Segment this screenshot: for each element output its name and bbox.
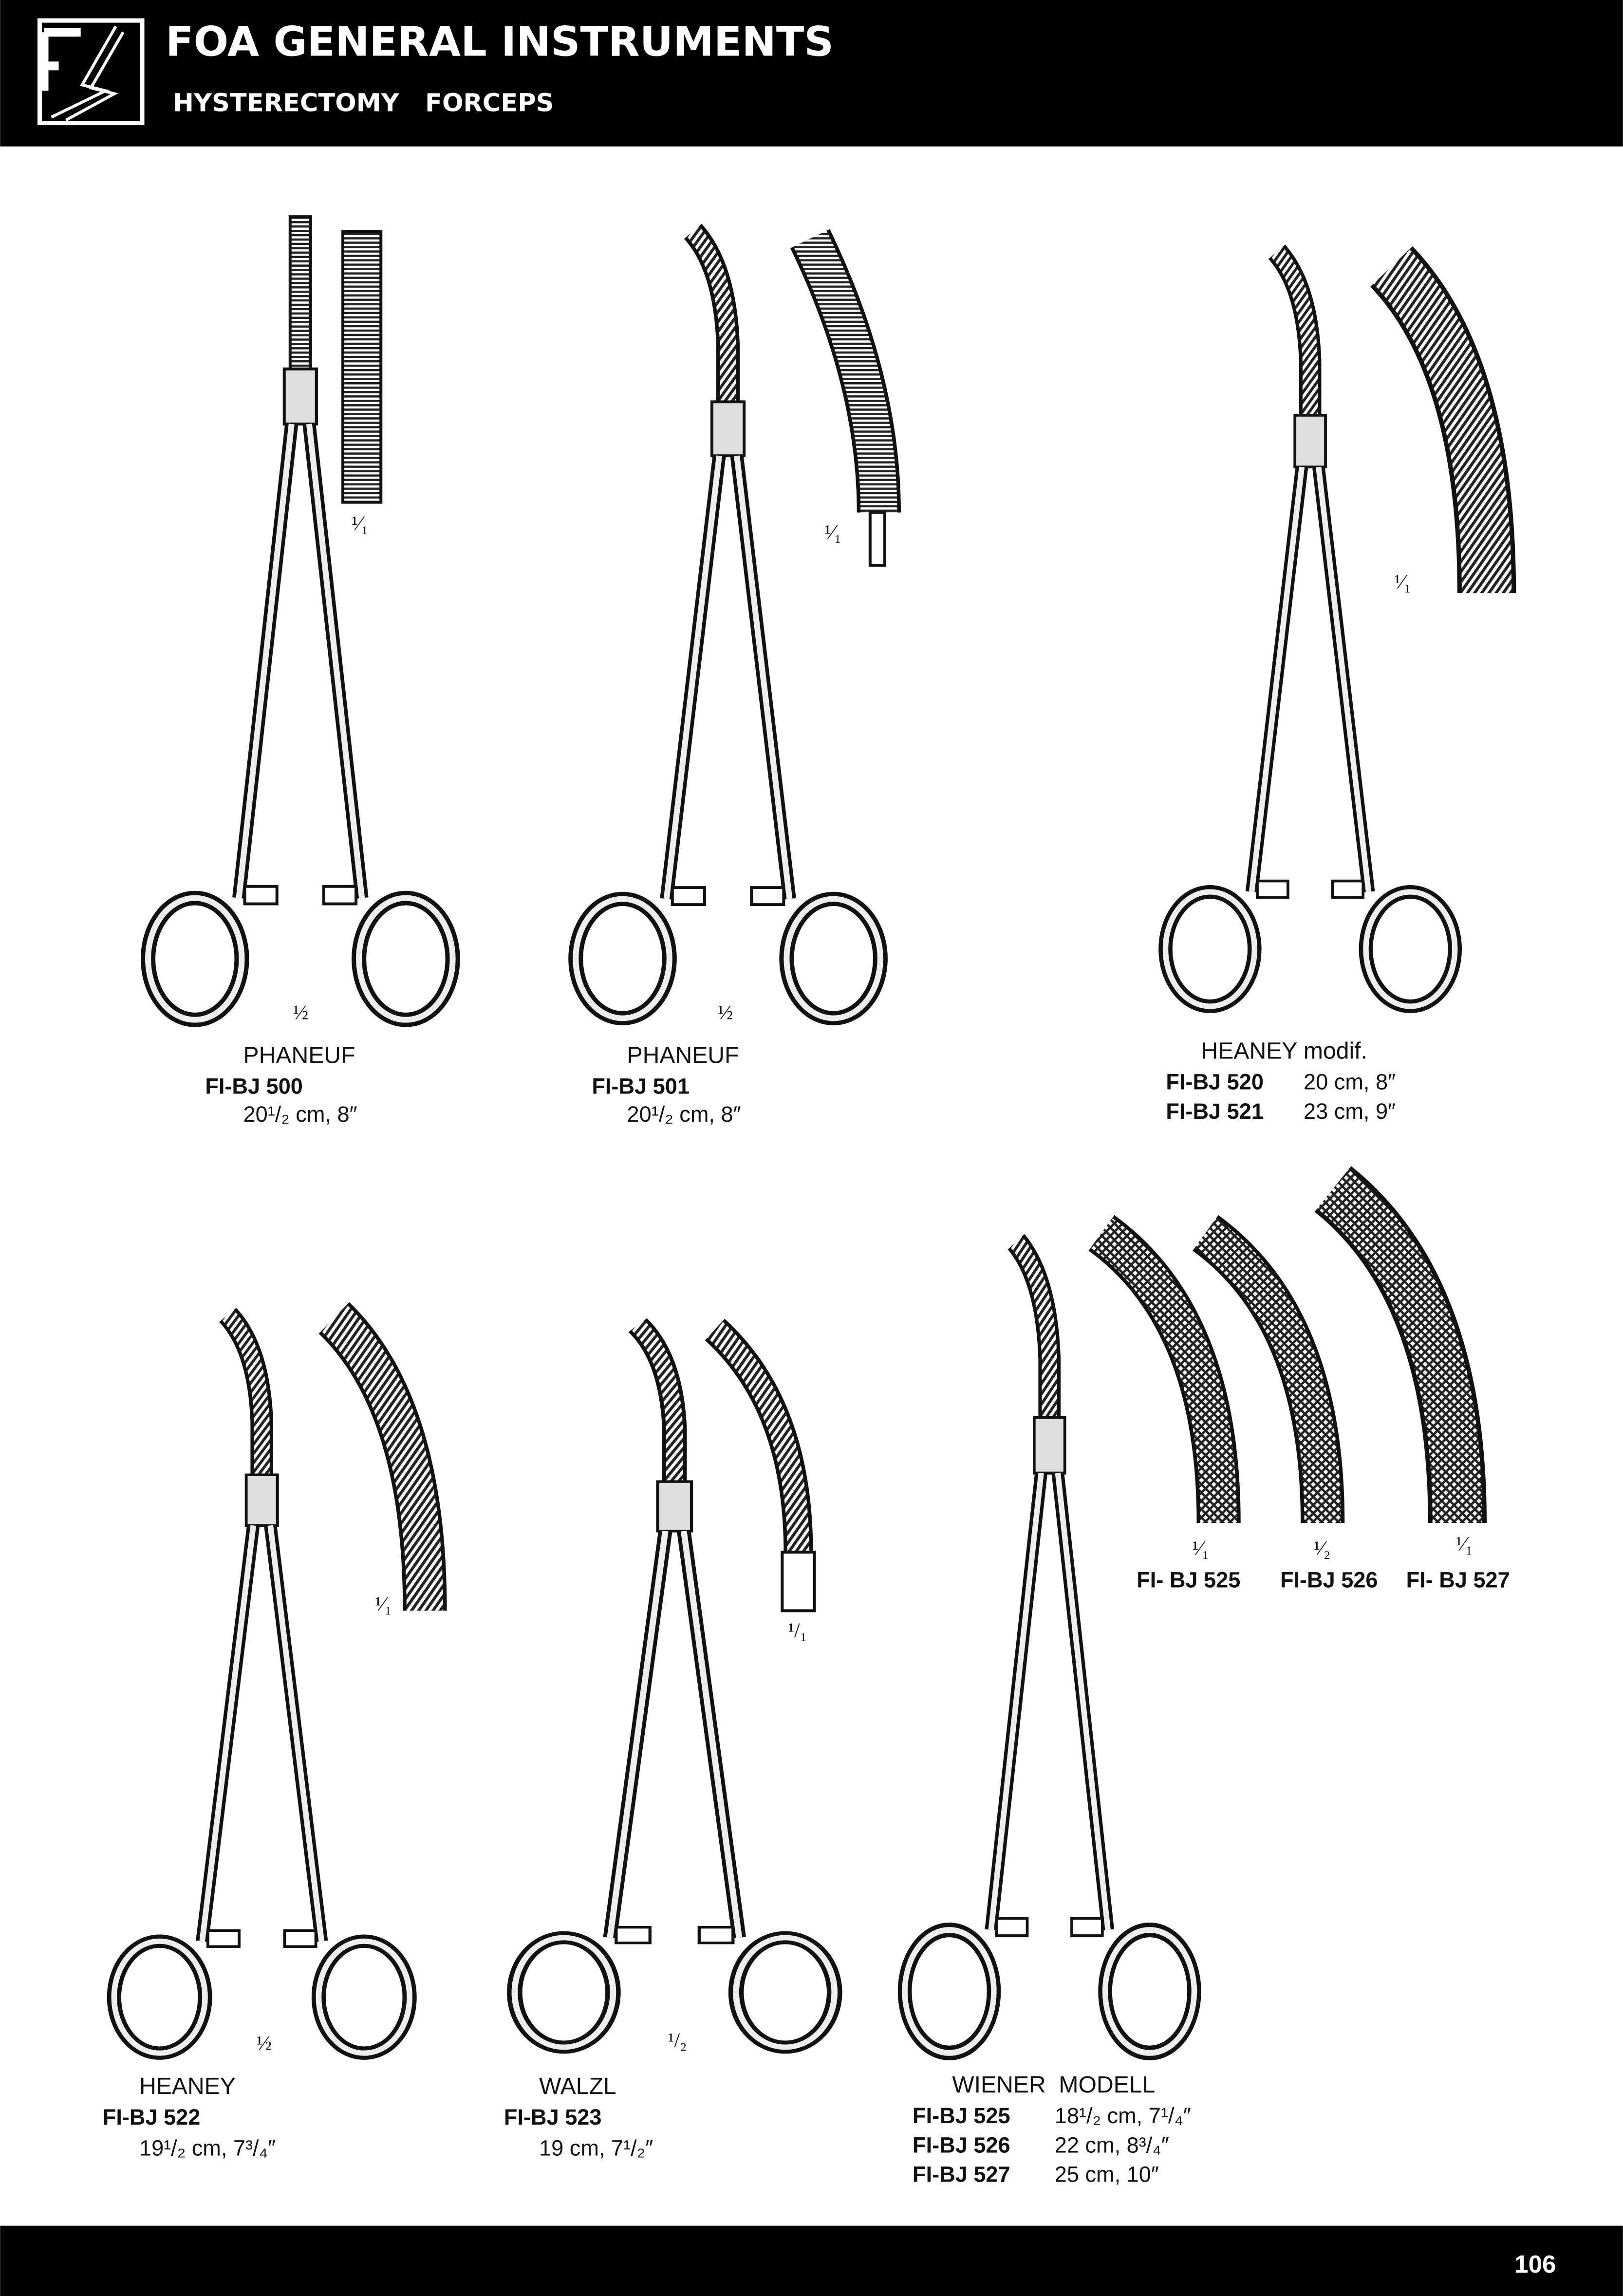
- product-code: FI-BJ 526: [913, 2132, 1010, 2157]
- drawing-scale: ½: [718, 1001, 733, 1024]
- product-code: FI-BJ 521: [1166, 1099, 1264, 1124]
- jaw-detail: [705, 1318, 816, 1612]
- product-heaney-modif: ¹⁄₁ HEANEY modif. FI-BJ 520 20 cm, 8″ FI…: [1165, 246, 1516, 1124]
- product-code: FI-BJ 520: [1166, 1070, 1264, 1094]
- product-size: 20¹/₂ cm, 8″: [627, 1102, 741, 1127]
- detail-scale: ¹⁄₁: [1192, 1537, 1209, 1560]
- drawing-scale: ½: [293, 1001, 309, 1024]
- product-wiener-modell: WIENER MODELL FI-BJ 525 18¹/₂ cm, 7¹/₄″ …: [905, 1166, 1510, 2186]
- product-code: FI-BJ 525: [913, 2103, 1010, 2128]
- product-phaneuf-501: ¹⁄₁ ½ PHANEUF FI-BJ 501 20¹/₂ cm, 8″: [576, 229, 901, 1127]
- product-code: FI-BJ 523: [504, 2105, 602, 2129]
- product-size: 20¹/₂ cm, 8″: [243, 1102, 357, 1127]
- product-size: 19¹/₂ cm, 7³/₄″: [139, 2135, 276, 2160]
- jaw-detail: [341, 230, 383, 504]
- product-name: PHANEUF: [243, 1042, 355, 1069]
- product-code: FI-BJ 501: [592, 1074, 690, 1099]
- jaw-detail: [790, 229, 901, 567]
- product-size: 20 cm, 8″: [1304, 1070, 1396, 1094]
- product-size: 23 cm, 9″: [1304, 1099, 1396, 1124]
- product-name: WALZL: [539, 2073, 616, 2099]
- header-bar: [0, 0, 1623, 147]
- product-name: WIENER MODELL: [952, 2072, 1155, 2098]
- forceps-illustration: [1165, 252, 1455, 1006]
- product-size: 19 cm, 7¹/₂″: [539, 2135, 653, 2160]
- foa-logo: [37, 18, 145, 126]
- drawing-scale: ¹/₂: [668, 2029, 687, 2052]
- product-size: 18¹/₂ cm, 7¹/₄″: [1055, 2103, 1191, 2128]
- product-name: HEANEY: [139, 2073, 236, 2099]
- forceps-illustration: [148, 217, 453, 1020]
- detail-scale: ¹⁄₁: [825, 521, 841, 544]
- page-number: 106: [1514, 2250, 1556, 2278]
- detail-code: FI-BJ 526: [1280, 1567, 1378, 1592]
- product-phaneuf-500: ¹⁄₁ ½ PHANEUF FI-BJ 500 20¹/₂ cm, 8″: [148, 217, 453, 1127]
- jaw-detail-525: [1088, 1215, 1241, 1523]
- product-size: 22 cm, 8³/₄″: [1055, 2132, 1169, 2157]
- header-title: FOA GENERAL INSTRUMENTS: [166, 18, 834, 65]
- product-size: 25 cm, 10″: [1055, 2162, 1159, 2186]
- header-subtitle: HYSTERECTOMY FORCEPS: [173, 89, 554, 118]
- product-code: FI-BJ 527: [913, 2162, 1010, 2186]
- detail-code: FI- BJ 527: [1406, 1567, 1510, 1592]
- forceps-illustration: [114, 1315, 410, 2053]
- jaw-detail-526: [1192, 1215, 1345, 1523]
- product-name: HEANEY modif.: [1201, 1038, 1367, 1064]
- detail-scale: ¹⁄₁: [352, 512, 368, 535]
- jaw-detail: [318, 1302, 447, 1611]
- detail-code: FI- BJ 525: [1137, 1567, 1240, 1592]
- product-walzl: ¹/₁ ¹/₂ WALZL FI-BJ 523 19 cm, 7¹/₂″: [504, 1325, 835, 2160]
- footer-bar: [0, 2225, 1623, 2296]
- product-code: FI-BJ 500: [205, 1074, 303, 1099]
- jaw-detail: [1370, 246, 1516, 593]
- detail-scale: ¹⁄₁: [1395, 571, 1411, 593]
- forceps-illustration: [905, 1241, 1194, 2053]
- detail-scale: ¹⁄₁: [1456, 1533, 1473, 1555]
- detail-scale: ¹⁄₁: [375, 1592, 392, 1615]
- jaw-detail-527: [1314, 1166, 1487, 1523]
- product-code: FI-BJ 522: [103, 2105, 201, 2129]
- detail-scale: ¹⁄₂: [1314, 1537, 1330, 1560]
- product-name: PHANEUF: [627, 1042, 739, 1069]
- detail-scale: ¹/₁: [788, 1619, 807, 1642]
- drawing-scale: ½: [257, 2032, 272, 2055]
- product-heaney: ¹⁄₁ ½ HEANEY FI-BJ 522 19¹/₂ cm, 7³/₄″: [103, 1302, 447, 2160]
